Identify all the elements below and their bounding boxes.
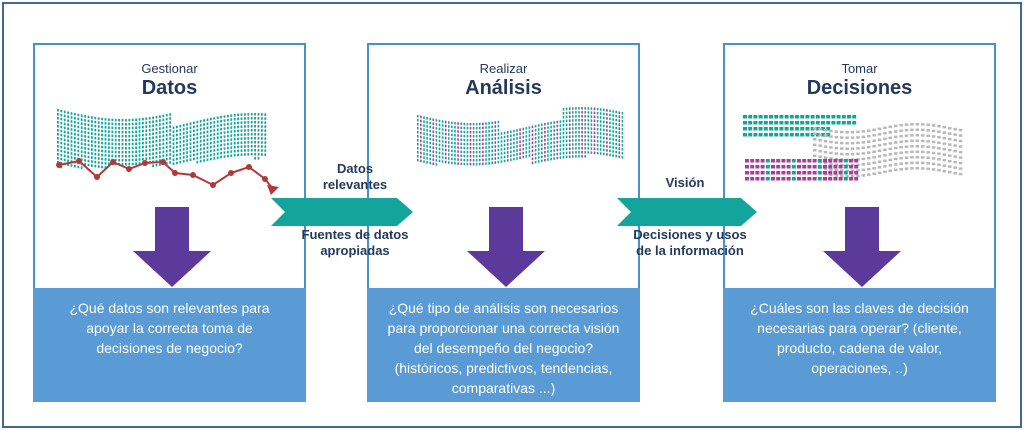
connector-label-bottom: Decisiones y usos de la información: [633, 227, 747, 258]
down-arrow-icon: [467, 207, 545, 287]
decision-blocks-visual: [743, 115, 963, 181]
panel-title: Datos: [141, 77, 198, 99]
connector-label-bottom: Fuentes de datos apropiadas: [301, 227, 409, 258]
down-arrow-icon: [133, 207, 211, 287]
question-box: ¿Qué datos son relevantes para apoyar la…: [33, 288, 306, 402]
analysis-columns-visual: [417, 107, 624, 166]
question-box: ¿Cuáles son las claves de decisión neces…: [723, 288, 996, 402]
connector-label-top: Datos relevantes: [322, 161, 388, 192]
right-arrow-icon: [617, 198, 757, 226]
down-arrow-icon: [823, 207, 901, 287]
right-arrow-icon: [271, 198, 413, 226]
panel-analisis: Realizar Análisis ¿Qué tipo de análisis …: [367, 43, 640, 402]
panel-pre-title: Realizar: [479, 61, 528, 76]
panel-decisiones: Tomar Decisiones ¿Cuáles son las claves …: [723, 43, 996, 402]
panel-pre-title: Gestionar: [141, 61, 198, 76]
connector-label-top: Visión: [665, 175, 705, 190]
panel-pre-title: Tomar: [841, 61, 878, 76]
panel-title: Decisiones: [806, 77, 913, 99]
panel-datos: Gestionar Datos ¿Qué datos son relevante…: [33, 43, 306, 402]
data-columns-line-visual: [56, 109, 279, 195]
question-box: ¿Qué tipo de análisis son necesarios par…: [367, 288, 640, 402]
panel-title: Análisis: [465, 77, 542, 99]
